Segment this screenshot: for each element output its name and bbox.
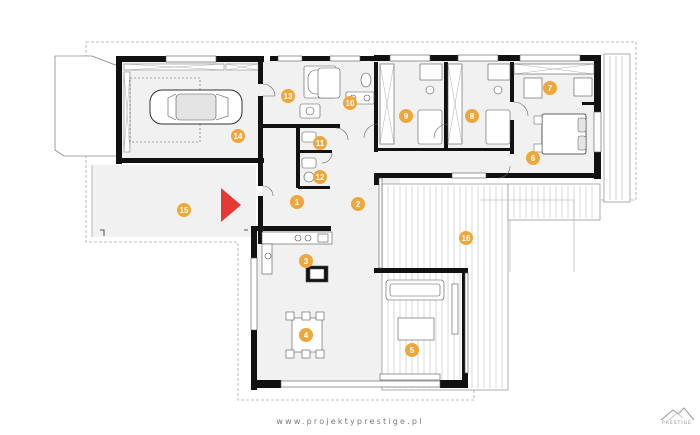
bedroom-furniture <box>379 63 595 145</box>
wc-fixtures <box>301 131 317 183</box>
svg-text:16: 16 <box>462 234 471 243</box>
room-badge-9: 9 <box>399 109 413 123</box>
svg-text:6: 6 <box>531 154 536 163</box>
svg-text:12: 12 <box>316 173 325 182</box>
brand-name: PRESTIGE <box>662 421 692 426</box>
room-badge-12: 12 <box>313 170 327 184</box>
windows <box>165 54 602 388</box>
room-badge-1: 1 <box>290 195 304 209</box>
svg-text:5: 5 <box>410 346 415 355</box>
room-badge-13: 13 <box>281 89 295 103</box>
svg-text:15: 15 <box>180 206 189 215</box>
kitchen <box>261 231 333 283</box>
svg-text:11: 11 <box>316 139 325 148</box>
car-icon <box>149 89 243 125</box>
svg-text:7: 7 <box>548 84 553 93</box>
brand-logo: PRESTIGE <box>657 404 697 430</box>
website-url: www.projektyprestige.pl <box>276 417 424 426</box>
svg-text:10: 10 <box>346 99 355 108</box>
room-badges: 1 2 3 4 5 6 7 8 9 10 11 12 13 14 15 16 <box>177 81 557 357</box>
svg-text:13: 13 <box>284 92 293 101</box>
svg-text:3: 3 <box>304 257 309 266</box>
entrance-arrow-icon <box>221 188 241 222</box>
svg-text:4: 4 <box>304 331 309 340</box>
mountain-logo-icon <box>660 407 695 421</box>
svg-text:2: 2 <box>356 200 361 209</box>
pergola-east <box>603 53 631 203</box>
double-bed-icon <box>533 113 587 155</box>
roof-outline <box>85 41 637 401</box>
svg-text:14: 14 <box>234 132 243 141</box>
room-badge-7: 7 <box>543 81 557 95</box>
svg-text:8: 8 <box>470 112 475 121</box>
door-swings <box>262 83 529 197</box>
room-badge-3: 3 <box>299 254 313 268</box>
room-badge-16: 16 <box>459 231 473 245</box>
garage <box>123 63 259 153</box>
room-badge-4: 4 <box>299 328 313 342</box>
living-furniture <box>379 279 459 381</box>
room-badge-2: 2 <box>351 197 365 211</box>
room-badge-14: 14 <box>231 129 245 143</box>
svg-text:9: 9 <box>404 112 409 121</box>
room-badge-11: 11 <box>313 136 327 150</box>
room-badge-10: 10 <box>343 96 357 110</box>
room-badge-6: 6 <box>526 151 540 165</box>
room-badge-8: 8 <box>465 109 479 123</box>
room-badge-15: 15 <box>177 203 191 217</box>
room-badge-5: 5 <box>405 343 419 357</box>
terrace-deck <box>381 183 601 391</box>
svg-text:1: 1 <box>295 198 300 207</box>
carport-roof <box>54 55 119 157</box>
